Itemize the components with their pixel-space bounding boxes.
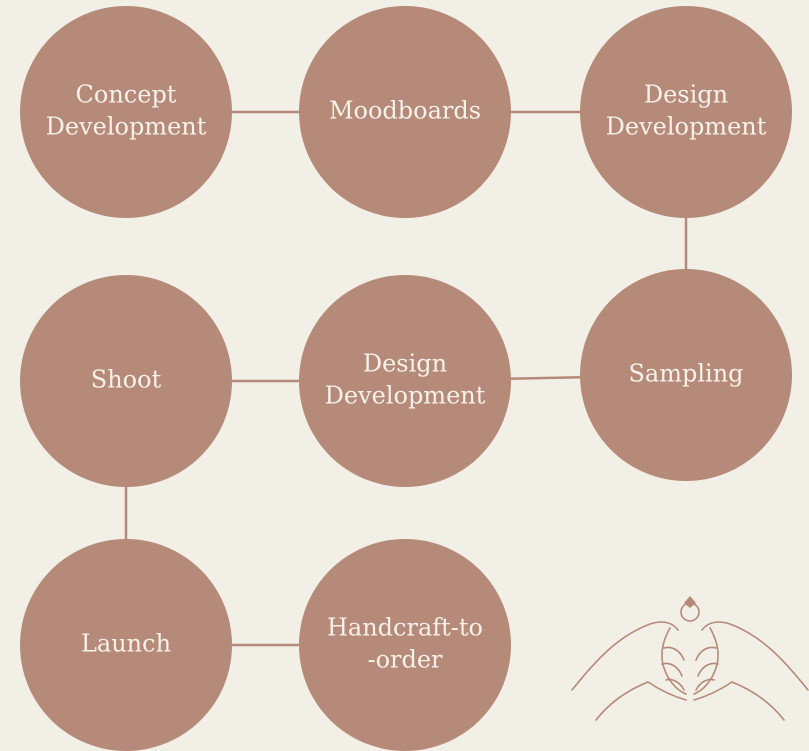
step-node-shoot: Shoot (20, 275, 232, 487)
step-label: Design (363, 350, 447, 378)
step-node-sampling: Sampling (580, 269, 792, 481)
step-label: Development (46, 113, 207, 141)
step-circle (580, 269, 792, 481)
step-circle (20, 539, 232, 751)
step-label: Sampling (628, 360, 743, 388)
step-node-launch: Launch (20, 539, 232, 751)
step-label: Shoot (91, 366, 162, 394)
step-circle (299, 6, 511, 218)
step-label: Development (325, 382, 486, 410)
hands-holding-ring-icon (571, 596, 809, 721)
step-label: Handcraft-to (327, 614, 483, 642)
step-label: -order (367, 646, 443, 674)
step-label: Concept (76, 81, 177, 109)
step-circle (20, 275, 232, 487)
step-circle (299, 539, 511, 751)
step-circle (299, 275, 511, 487)
step-node-moodboards: Moodboards (299, 6, 511, 218)
step-label: Design (644, 81, 728, 109)
step-node-handcraft-to-order: Handcraft-to -order (299, 539, 511, 751)
step-circle (580, 6, 792, 218)
step-circle (20, 6, 232, 218)
process-steps: ConceptDevelopmentMoodboardsDesignDevelo… (20, 6, 792, 751)
step-label: Moodboards (329, 97, 481, 125)
step-label: Launch (81, 630, 171, 658)
step-label: Development (606, 113, 767, 141)
